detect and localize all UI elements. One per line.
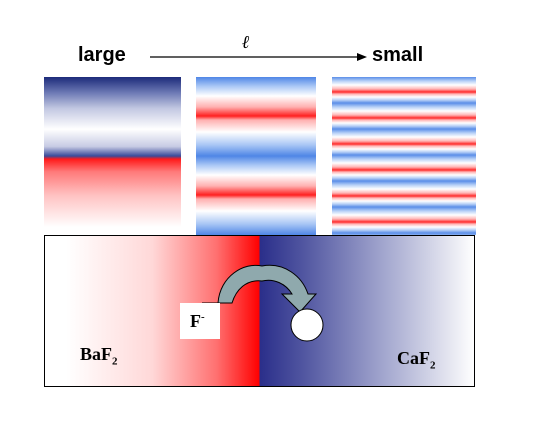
ion-base: F <box>190 311 201 331</box>
caf2-subscript: 2 <box>430 359 436 372</box>
fluctuation-panel-medium <box>196 77 316 235</box>
transfer-arrow-icon <box>202 264 318 313</box>
length-scale-symbol: ℓ <box>242 32 250 53</box>
label-large: large <box>78 44 126 66</box>
vacancy-circle-icon <box>290 308 324 342</box>
heterointerface-box <box>44 235 475 387</box>
ion-charge: - <box>201 311 205 323</box>
caf2-base: CaF <box>397 348 430 368</box>
label-small: small <box>372 44 424 66</box>
fluctuation-panel-large <box>44 77 181 235</box>
caf2-label: CaF2 <box>397 348 436 372</box>
fluoride-ion-label: F- <box>180 303 220 339</box>
baf2-base: BaF <box>80 344 113 364</box>
scale-arrow-head <box>357 53 367 61</box>
baf2-subscript: 2 <box>112 355 118 368</box>
baf2-label: BaF2 <box>80 344 118 368</box>
fluctuation-panel-small <box>332 77 476 235</box>
